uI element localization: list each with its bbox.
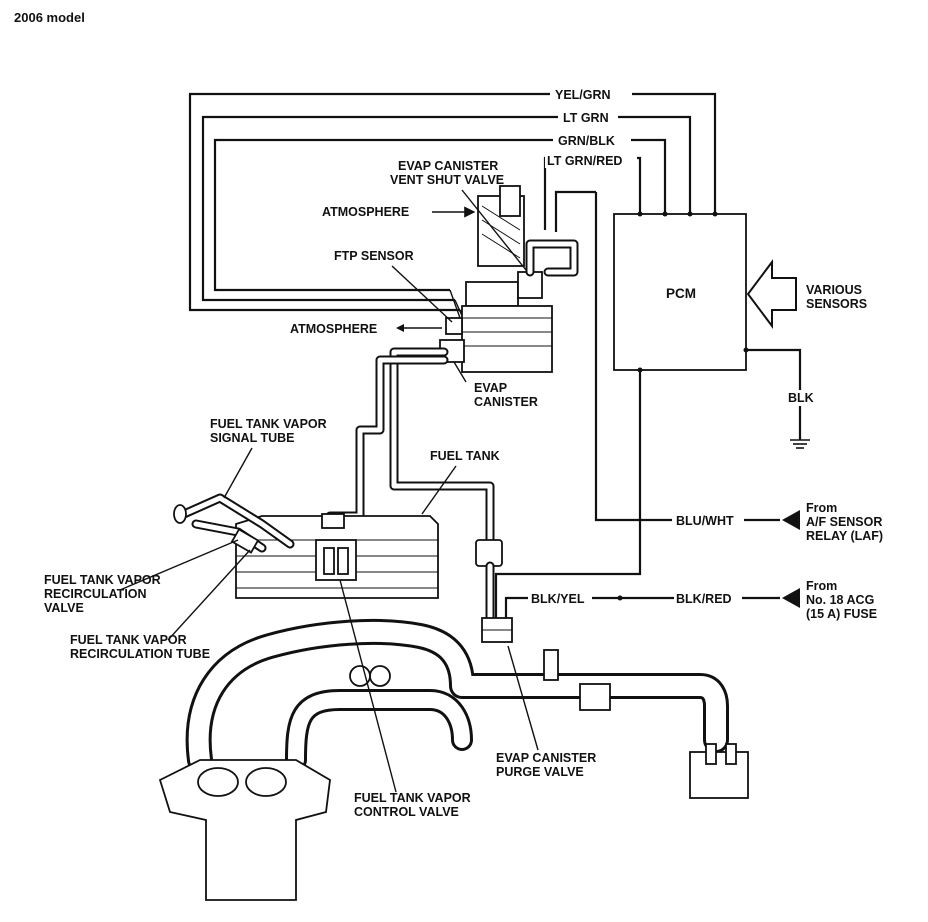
leader-line [453,361,467,383]
atmosphere-top-label: ATMOSPHERE [322,205,409,219]
label-bg [558,109,618,125]
wire-pcm-purge [494,370,642,624]
leader-line [461,189,527,271]
evap-canister-line1: EVAP [474,381,507,395]
splice-dot [617,595,623,601]
wire-label-blk-red: BLK/RED [676,592,732,606]
recirc-tube-line1: FUEL TANK VAPOR [70,633,187,647]
leader-line [507,645,539,751]
wire-segment [449,289,461,319]
sensor-input-arrow [746,259,797,329]
wire-label-yel-grn: YEL/GRN [555,88,611,102]
arrow-icon [782,510,800,530]
purge-valve-line1: EVAP CANISTER [496,751,596,765]
wire-label-blu-wht: BLU/WHT [676,514,734,528]
leader-line [421,465,457,515]
af-relay-line1: From [806,501,837,515]
label-bg [528,590,592,606]
acg-fuse-line3: (15 A) FUSE [806,607,877,621]
ftp-sensor-body [445,317,463,335]
arrow-icon [396,324,404,332]
vent-shut-valve-line1: EVAP CANISTER [398,159,498,173]
af-relay-line3: RELAY (LAF) [806,529,883,543]
vapor-control-valve-line2: CONTROL VALVE [354,805,459,819]
label-bg [784,390,816,406]
pcm-terminal [712,211,718,217]
pcm-terminal [662,211,668,217]
label-bg [545,152,637,168]
canister-cap [465,281,519,307]
acg-fuse-line1: From [806,579,837,593]
vapor-control-valve-line1: FUEL TANK VAPOR [354,791,471,805]
leader-line [339,579,397,793]
wire-harness [188,92,717,319]
model-label: 2006 model [14,10,85,25]
wire-grn-blk [213,138,667,292]
various-sensors-line1: VARIOUS [806,283,862,297]
leader-line [167,549,251,641]
atmosphere-bottom-label: ATMOSPHERE [290,322,377,336]
label-bg [550,86,632,102]
af-relay-line2: A/F SENSOR [806,515,882,529]
wire-label-grn-blk: GRN/BLK [558,134,615,148]
pcm-box [613,213,747,371]
wire-lt-grn [201,115,692,302]
label-bg [553,132,631,148]
vent-shut-valve-coil [499,185,521,217]
wire-blk-ground [746,348,802,440]
wire-label-lt-grn: LT GRN [563,111,609,125]
vapor-signal-hose [325,355,449,521]
vapor-control-valve-body [315,539,357,581]
filler-neck [173,493,295,554]
acg-fuse-line2: No. 18 ACG [806,593,874,607]
wire-label-lt-grn-red: LT GRN/RED [547,154,622,168]
ftp-sensor-label: FTP SENSOR [334,249,414,263]
evap-canister-assembly [439,185,579,373]
wire-label-blk: BLK [788,391,814,405]
fuel-tank-label: FUEL TANK [430,449,500,463]
wire-yel-grn [188,92,717,312]
label-bg [674,590,742,606]
evap-canister-line2: CANISTER [474,395,538,409]
pcm-terminal [637,211,643,217]
pcm-label: PCM [666,286,696,301]
evap-canister-body [461,305,553,373]
arrow-icon [782,588,800,608]
leader-line [223,447,253,499]
wire-label-blk-yel: BLK/YEL [531,592,585,606]
purge-valve-line2: PURGE VALVE [496,765,584,779]
pcm-terminal [687,211,693,217]
intake-manifold [158,618,749,901]
recirc-valve-line3: VALVE [44,601,84,615]
recirc-tube-line2: RECIRCULATION TUBE [70,647,210,661]
label-bg [672,512,744,528]
recirc-valve-line1: FUEL TANK VAPOR [44,573,161,587]
vent-shut-valve-line2: VENT SHUT VALVE [390,173,504,187]
ground-symbol [790,439,810,449]
throttle-body [689,751,749,799]
vapor-signal-tube-line1: FUEL TANK VAPOR [210,417,327,431]
wire-lt-grn-red-shape [554,190,596,232]
leader-line [119,539,239,591]
recirc-valve-line2: RECIRCULATION [44,587,147,601]
vapor-signal-tube-line2: SIGNAL TUBE [210,431,295,445]
leader-line [391,265,453,323]
various-sensors-line2: SENSORS [806,297,867,311]
